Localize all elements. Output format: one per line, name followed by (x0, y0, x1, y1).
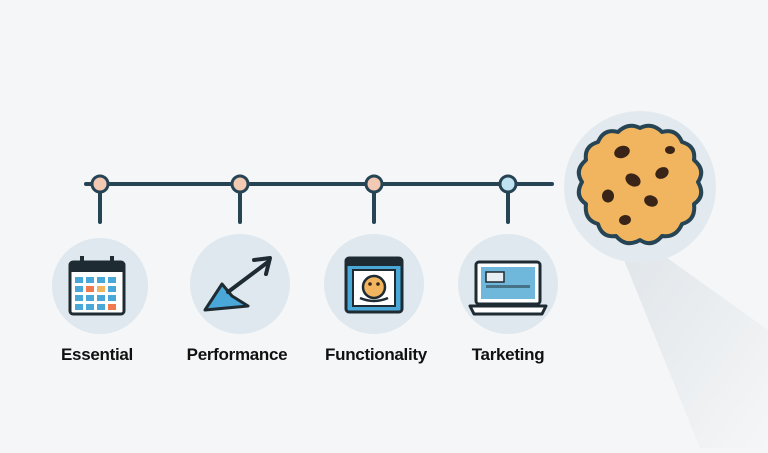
category-label-performance: Performance (186, 345, 288, 364)
performance-card (190, 234, 290, 334)
tarketing-card (458, 234, 558, 334)
timeline-node-functionality (364, 174, 384, 194)
category-label-functionality: Functionality (325, 345, 427, 364)
timeline-node-essential (90, 174, 110, 194)
category-label-essential: Essential (61, 345, 133, 364)
essential-card (52, 238, 148, 334)
cookie-window-icon (344, 256, 404, 314)
calendar-icon (68, 256, 126, 316)
timeline-node-performance (230, 174, 250, 194)
cookie-icon (564, 111, 768, 448)
laptop-icon (468, 260, 548, 316)
category-label-tarketing: Tarketing (471, 345, 545, 364)
growth-arrow-icon (203, 256, 272, 312)
functionality-card (324, 234, 424, 334)
timeline-nodes (90, 174, 518, 194)
timeline-node-tarketing (498, 174, 518, 194)
timeline (84, 182, 554, 224)
